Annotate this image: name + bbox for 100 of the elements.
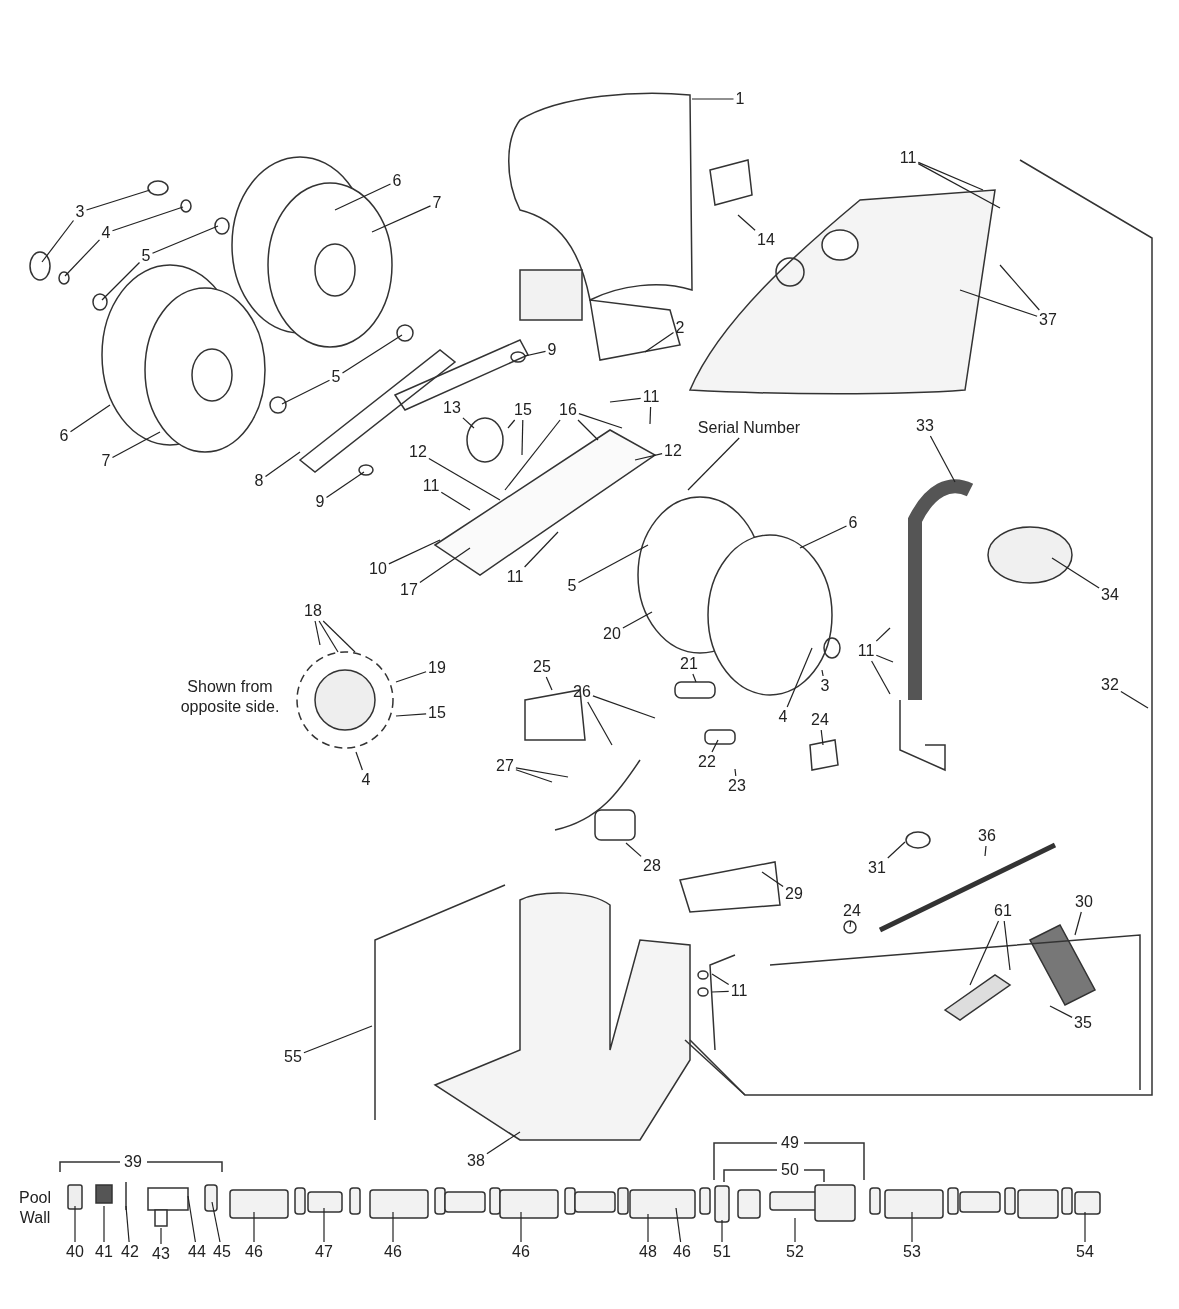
leader-line: [334, 183, 392, 211]
callout-number: 11: [642, 388, 660, 406]
callout-number: 21: [680, 655, 698, 673]
callout-number: 32: [1101, 676, 1119, 694]
callout-number: 23: [728, 777, 746, 795]
callout-number: 4: [101, 224, 111, 242]
leader-line: [440, 491, 471, 511]
callout-number: 18: [304, 602, 322, 620]
leader-line: [625, 842, 642, 857]
callout-number: 46: [384, 1243, 402, 1261]
leader-line: [711, 990, 730, 993]
callout-number: 13: [443, 399, 461, 417]
callout-number: 5: [331, 368, 341, 386]
callout-number: 7: [101, 452, 111, 470]
leader-line: [1049, 1005, 1073, 1018]
leader-line: [647, 1213, 649, 1243]
callout-number: 45: [213, 1243, 231, 1261]
leader-line: [929, 435, 956, 483]
leader-line: [211, 1201, 221, 1243]
callout-number: 11: [422, 477, 440, 495]
callout-number: 11: [899, 149, 917, 167]
callout-number: 46: [512, 1243, 530, 1261]
leader-line: [314, 620, 321, 646]
callout-number: 3: [75, 203, 85, 221]
leader-line: [428, 457, 501, 501]
callout-number: 49: [781, 1133, 799, 1153]
callout-number: 53: [903, 1243, 921, 1261]
leader-line: [392, 1211, 394, 1243]
leader-line: [622, 611, 653, 629]
leader-line: [887, 841, 906, 859]
leader-line: [64, 239, 101, 277]
leader-line: [524, 531, 559, 568]
leader-line: [85, 189, 151, 211]
leader-line: [504, 419, 561, 491]
leader-line: [799, 525, 848, 549]
callout-number: 6: [848, 514, 858, 532]
leader-line: [281, 379, 331, 405]
leader-line: [323, 1207, 325, 1243]
callout-number: 38: [467, 1152, 485, 1170]
callout-number: 55: [284, 1048, 302, 1066]
leader-line: [911, 1211, 913, 1243]
leader-line: [1074, 911, 1082, 936]
callout-number: 50: [781, 1160, 799, 1180]
callout-number: 6: [59, 427, 69, 445]
leader-line: [1051, 557, 1100, 589]
callout-number: 46: [245, 1243, 263, 1261]
callout-number: 12: [409, 443, 427, 461]
callout-number: 42: [121, 1243, 139, 1261]
callout-number: 15: [514, 401, 532, 419]
leader-line: [521, 419, 524, 456]
leader-line: [103, 1205, 105, 1243]
callout-number: 11: [730, 982, 748, 1000]
leader-line: [577, 544, 649, 584]
callout-number: 1: [735, 90, 745, 108]
leader-line: [592, 695, 656, 719]
callout-number: 37: [1039, 311, 1057, 329]
note-text: Shown from opposite side.: [179, 677, 281, 717]
callout-number: 3: [820, 677, 830, 695]
callout-number: 16: [559, 401, 577, 419]
leader-line: [691, 98, 735, 100]
callout-number: 34: [1101, 586, 1119, 604]
leader-line: [101, 261, 141, 301]
callout-number: 54: [1076, 1243, 1094, 1261]
callout-number: 11: [506, 568, 524, 586]
leader-line: [515, 767, 569, 778]
leader-line: [160, 1227, 162, 1245]
leader-line: [871, 660, 891, 695]
leader-line: [419, 547, 471, 584]
callout-number: 17: [400, 581, 418, 599]
leader-line: [187, 1195, 196, 1243]
leader-line: [325, 471, 365, 499]
callout-number: 48: [639, 1243, 657, 1261]
callout-number: 28: [643, 857, 661, 875]
callout-number: 36: [978, 827, 996, 845]
callout-number: 47: [315, 1243, 333, 1261]
callout-number: 61: [994, 902, 1012, 920]
leader-line: [341, 334, 403, 374]
leader-line: [969, 920, 1000, 986]
leader-line: [322, 620, 356, 653]
leader-line: [959, 289, 1038, 317]
leader-line: [125, 1205, 130, 1243]
leader-line: [820, 729, 824, 746]
callout-number: 27: [496, 757, 514, 775]
callout-number: 35: [1074, 1014, 1092, 1032]
callout-number: 20: [603, 625, 621, 643]
callout-number: 4: [361, 771, 371, 789]
leader-line: [875, 654, 894, 663]
leader-line: [634, 453, 663, 461]
callout-number: 6: [392, 172, 402, 190]
callout-number: 29: [785, 885, 803, 903]
leader-line: [264, 451, 301, 477]
leader-line: [1003, 920, 1011, 971]
leader-line: [875, 627, 891, 642]
callout-number: 4: [778, 708, 788, 726]
callout-number: 33: [916, 417, 934, 435]
leader-line: [388, 539, 441, 565]
callout-number: 51: [713, 1243, 731, 1261]
leader-line: [41, 219, 75, 263]
leader-line: [318, 620, 339, 653]
leader-line: [111, 431, 161, 459]
